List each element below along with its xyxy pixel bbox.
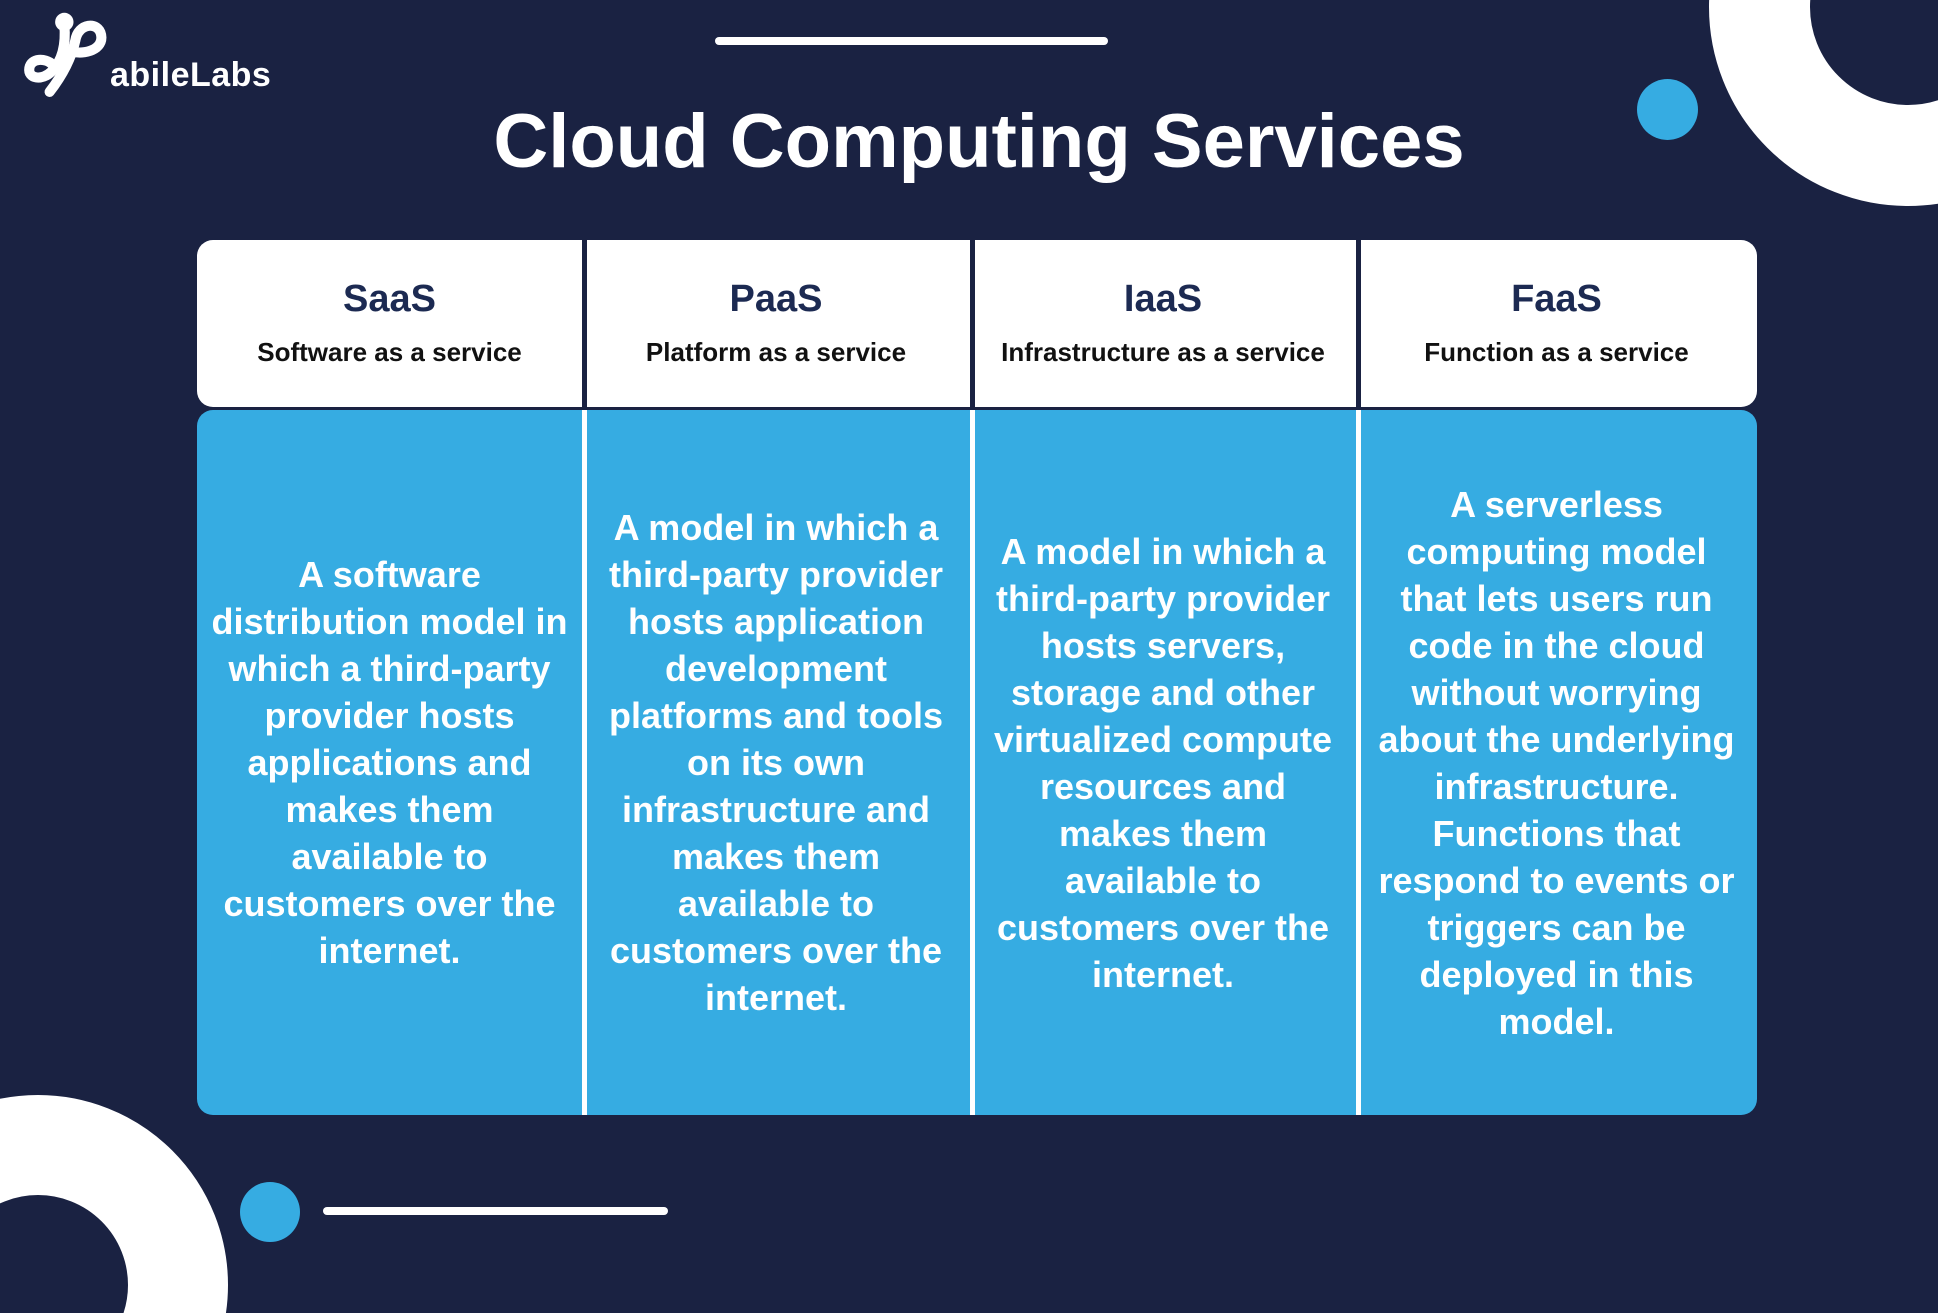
decorative-line-bottom [323, 1207, 668, 1215]
decorative-dot-top-right [1637, 79, 1698, 140]
header-column-divider-2 [970, 240, 975, 407]
body-column-divider-3 [1356, 410, 1361, 1115]
body-column-divider-1 [582, 410, 587, 1115]
services-body-row: A software distribution model in which a… [197, 410, 1757, 1115]
habilelabs-h-icon [22, 10, 114, 102]
decorative-ring-bottom-left [0, 1095, 228, 1313]
service-description-faas: A serverless computing model that lets u… [1378, 483, 1735, 1042]
page-title: Cloud Computing Services [493, 99, 1465, 184]
service-full-name-saas: Software as a service [257, 337, 522, 368]
header-column-divider-3 [1356, 240, 1361, 407]
body-cell-paas: A model in which a third-party provider … [582, 410, 970, 1115]
service-full-name-paas: Platform as a service [645, 337, 907, 368]
decorative-dot-bottom-left [240, 1182, 300, 1242]
header-column-divider-1 [582, 240, 587, 407]
service-abbr-iaas: IaaS [1123, 278, 1203, 321]
logo-wordmark: abileLabs [110, 56, 272, 94]
service-full-name-iaas: Infrastructure as a service [1001, 337, 1325, 368]
service-description-iaas: A model in which a third-party provider … [993, 530, 1333, 995]
services-header-row: SaaS Software as a service PaaS Platform… [197, 240, 1757, 407]
habilelabs-logo: abileLabs [22, 10, 271, 102]
body-cell-iaas: A model in which a third-party provider … [970, 410, 1356, 1115]
service-abbr-saas: SaaS [343, 278, 436, 321]
header-cell-paas: PaaS Platform as a service [582, 240, 970, 407]
body-column-divider-2 [970, 410, 975, 1115]
body-cell-faas: A serverless computing model that lets u… [1356, 410, 1757, 1115]
header-cell-saas: SaaS Software as a service [197, 240, 582, 407]
service-abbr-faas: FaaS [1511, 278, 1602, 321]
header-cell-faas: FaaS Function as a service [1356, 240, 1757, 407]
service-description-saas: A software distribution model in which a… [211, 554, 568, 971]
decorative-line-top [715, 37, 1108, 45]
header-cell-iaas: IaaS Infrastructure as a service [970, 240, 1356, 407]
service-description-paas: A model in which a third-party provider … [608, 507, 944, 1018]
body-cell-saas: A software distribution model in which a… [197, 410, 582, 1115]
service-full-name-faas: Function as a service [1424, 337, 1689, 368]
service-abbr-paas: PaaS [729, 278, 823, 321]
